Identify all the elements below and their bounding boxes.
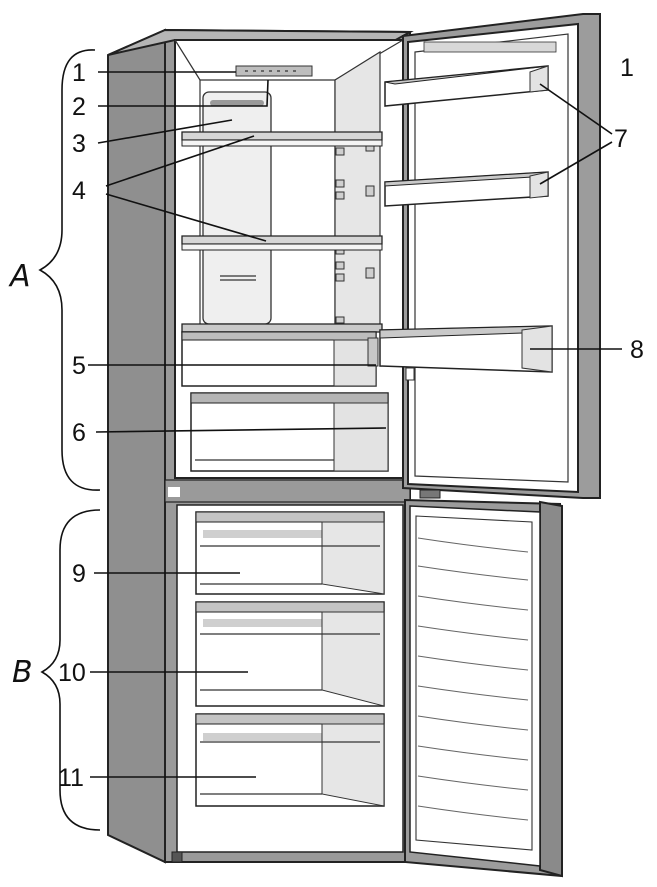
mullion xyxy=(164,479,411,503)
label-11: 11 xyxy=(58,764,84,792)
label-2: 2 xyxy=(72,93,86,121)
label-5: 5 xyxy=(72,352,86,380)
chiller-drawer xyxy=(181,331,379,387)
label-6: 6 xyxy=(72,419,86,447)
label-8: 8 xyxy=(630,336,644,364)
cabinet-top xyxy=(107,28,414,56)
label-1-right: 1 xyxy=(620,54,634,82)
control-panel xyxy=(235,65,313,77)
label-3: 3 xyxy=(72,130,86,158)
label-9: 9 xyxy=(72,560,86,588)
crisper-cover-shelf xyxy=(181,323,383,333)
freezer-door-side xyxy=(539,500,563,878)
label-10: 10 xyxy=(58,659,86,687)
air-channel xyxy=(202,91,272,325)
crisper-drawer xyxy=(190,392,389,472)
label-1-left: 1 xyxy=(72,59,86,87)
group-label-b: B xyxy=(12,655,33,690)
glass-shelf-upper xyxy=(181,131,383,147)
fridge-compartment xyxy=(174,39,404,479)
label-7: 7 xyxy=(614,125,628,153)
door-shelf-middle xyxy=(384,171,549,207)
brace-a xyxy=(38,49,101,491)
label-4: 4 xyxy=(72,177,86,205)
freezer-drawer-middle xyxy=(195,601,385,707)
freezer-compartment xyxy=(176,504,404,853)
brace-b xyxy=(40,509,101,831)
front-foot-left xyxy=(171,851,183,863)
door-shelf-upper xyxy=(384,65,549,107)
freezer-drawer-top xyxy=(195,511,385,595)
group-label-a: A xyxy=(8,259,31,294)
cabinet-side-panel xyxy=(107,28,166,864)
freezer-drawer-bottom xyxy=(195,713,385,807)
fridge-door xyxy=(379,13,601,499)
freezer-door xyxy=(404,489,564,878)
freezer-door-ribs xyxy=(417,537,529,821)
leader-lines xyxy=(88,71,622,778)
glass-shelf-lower xyxy=(181,235,383,251)
